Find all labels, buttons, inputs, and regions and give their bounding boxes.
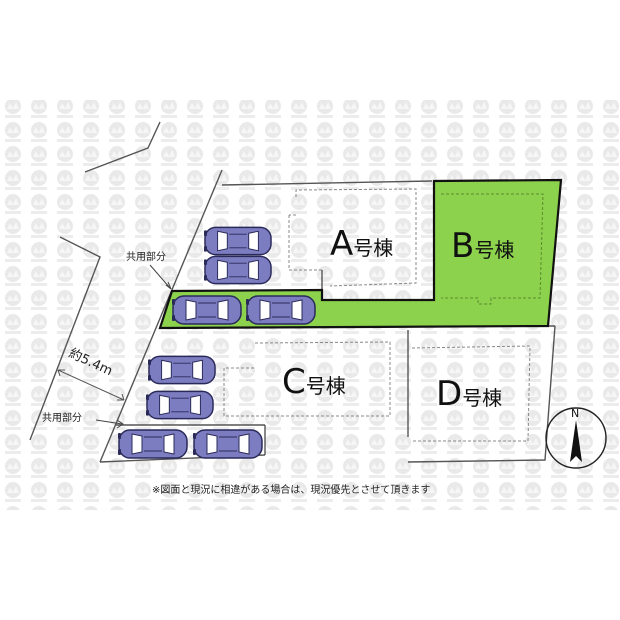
lot-c-label: C号棟 (282, 362, 346, 402)
lot-a-suffix: 号棟 (353, 236, 393, 260)
lot-d-suffix: 号棟 (462, 386, 502, 410)
car (246, 295, 316, 325)
lot-b: B号棟 (158, 178, 563, 330)
lot-a-letter: A (330, 224, 353, 264)
footnote: ※図面と現況に相違がある場合は、現況優先とさせて頂きます (152, 483, 430, 496)
car (118, 429, 188, 459)
lot-d-letter: D (436, 374, 462, 414)
shared-area-marker-top (149, 264, 172, 290)
lot-a-label: A号棟 (330, 224, 393, 264)
shared-area-marker-bottom (95, 419, 124, 429)
shared-area-label-top: 共用部分 (126, 250, 166, 263)
road-width-dimension (57, 369, 125, 401)
car (204, 226, 272, 256)
lot-d: D号棟 (411, 345, 531, 442)
lot-d-label: D号棟 (436, 374, 502, 414)
compass-circle (545, 407, 607, 469)
car (148, 355, 216, 385)
car (204, 255, 272, 285)
car (146, 390, 214, 420)
lot-c-suffix: 号棟 (306, 374, 346, 398)
lot-b-suffix: 号棟 (474, 238, 514, 262)
north-compass: N (545, 407, 607, 469)
shared-area-label-bottom: 共用部分 (42, 411, 82, 424)
lot-b-label: B号棟 (451, 226, 514, 266)
compass-needle (570, 420, 582, 462)
car (172, 295, 242, 325)
lot-c: C号棟 (223, 341, 391, 417)
lot-b-letter: B (451, 226, 474, 266)
lot-c-letter: C (282, 362, 306, 402)
car (193, 429, 263, 459)
compass-label: N (571, 407, 579, 420)
